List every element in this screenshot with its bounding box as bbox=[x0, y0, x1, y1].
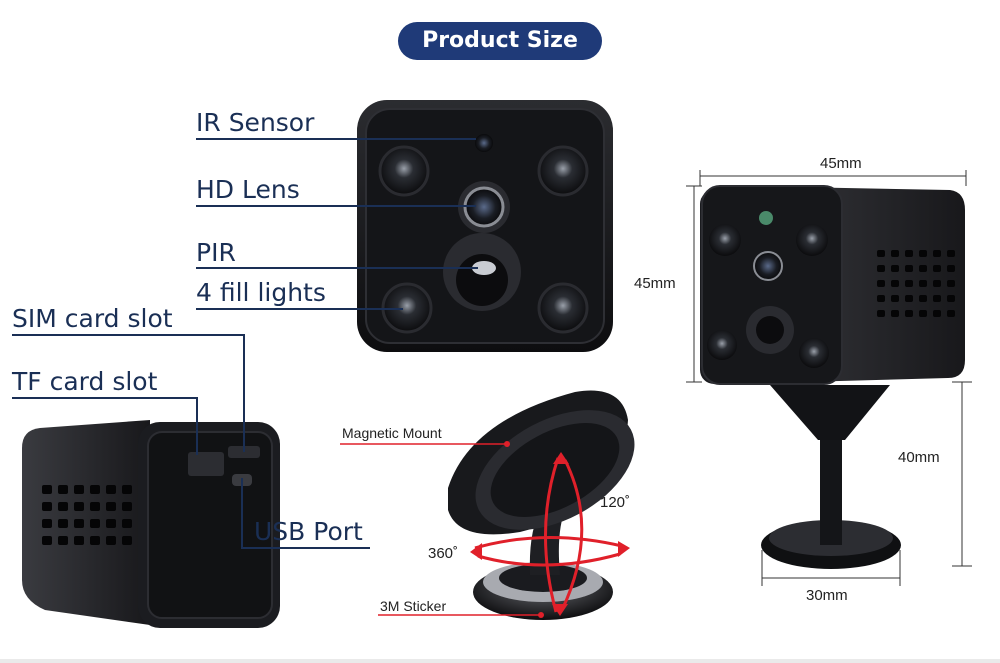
mount-leader-lines bbox=[340, 443, 540, 616]
rotate-360-label: 360˚ bbox=[428, 545, 459, 562]
sim-slot-label: SIM card slot bbox=[12, 304, 173, 333]
rotation-arrows bbox=[474, 457, 623, 613]
ir-sensor-icon bbox=[475, 134, 493, 152]
stand-height-dimension: 40mm bbox=[898, 449, 940, 466]
arrow-heads bbox=[470, 452, 630, 616]
tilt-120-label: 120˚ bbox=[600, 494, 631, 511]
height-dimension: 45mm bbox=[634, 275, 676, 292]
tf-slot-icon bbox=[188, 452, 224, 476]
back-leader-lines bbox=[12, 334, 370, 549]
usb-port-label: USB Port bbox=[254, 517, 363, 546]
front-camera-image bbox=[357, 100, 613, 352]
pir-sensor-icon bbox=[472, 261, 496, 275]
fill-light-icon bbox=[537, 145, 589, 197]
front-leader-lines bbox=[196, 138, 478, 310]
ir-sensor-label: IR Sensor bbox=[196, 108, 315, 137]
width-dimension: 45mm bbox=[820, 155, 862, 172]
fill-lights-label: 4 fill lights bbox=[196, 278, 326, 307]
tf-slot-label: TF card slot bbox=[12, 367, 158, 396]
hd-lens-label: HD Lens bbox=[196, 175, 300, 204]
title-badge: Product Size bbox=[398, 22, 602, 60]
dimension-lines bbox=[686, 170, 972, 586]
back-camera-image bbox=[22, 420, 280, 628]
footer-bar bbox=[0, 659, 1000, 663]
magnetic-mount-label: Magnetic Mount bbox=[342, 425, 442, 441]
side-camera-image bbox=[700, 185, 965, 569]
pir-label: PIR bbox=[196, 238, 236, 267]
fill-light-icon bbox=[378, 145, 430, 197]
sticker-label: 3M Sticker bbox=[380, 598, 447, 614]
fill-light-icon bbox=[537, 282, 589, 334]
base-width-dimension: 30mm bbox=[806, 587, 848, 604]
